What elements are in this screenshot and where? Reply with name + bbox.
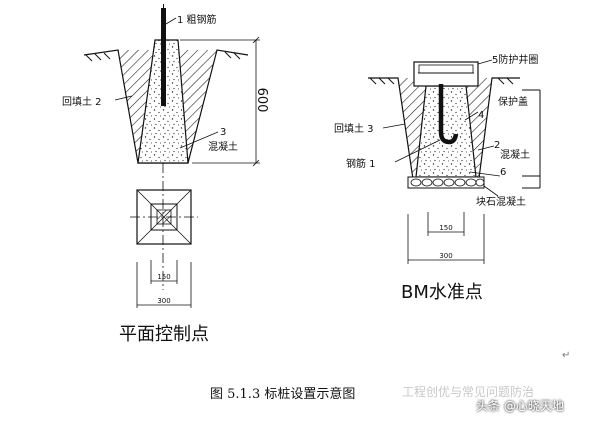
left-height-value: 600 [254,88,269,113]
left-rebar-label: 1 粗钢筋 [177,13,217,26]
right-dim-outer: 300 [439,252,452,260]
right-num4-label: 4 [478,110,484,121]
left-plan-view [130,189,198,245]
right-hook-rebar [438,84,459,145]
right-dimensions [407,212,485,264]
right-well-ring [413,61,479,87]
left-dim-inner: 150 [157,273,170,281]
left-backfill-label: 回填土 2 [62,95,102,108]
left-concrete-label: 混凝土 [208,140,238,153]
right-num6-label: 6 [500,167,506,178]
left-ground-ticks [85,51,241,62]
left-plan-dimensions [136,260,192,308]
left-dim-outer: 300 [157,297,170,305]
right-rebar-label: 钢筋 1 [346,157,376,170]
right-concrete-label: 混凝土 [500,148,530,161]
figure-caption: 图 5.1.3 标桩设置示意图 [210,387,356,402]
right-figure-title: BM水准点 [401,282,483,303]
left-figure-title: 平面控制点 [119,324,209,345]
left-rebar [161,8,166,106]
left-concrete-num: 3 [220,127,226,138]
right-ground-ticks [369,77,514,85]
right-protect-label: 保护盖 [498,95,528,108]
watermark-text: 工程创优与常见问题防治 [402,385,535,399]
left-height-dimension [180,36,260,167]
watermark-author: 头条 @心晓天地 [476,399,564,413]
right-backfill-label: 回填土 3 [334,122,374,135]
right-num2-label: 2 [494,140,500,151]
right-dim-inner: 150 [439,224,452,232]
left-pile-section: 1 粗钢筋 回填土 2 3 混凝土 600 [62,4,269,290]
right-rubble-base [407,176,485,189]
right-cover-label: 5防护井圈 [492,53,538,66]
right-rubble-label: 块石混凝土 [476,195,526,208]
right-pile-section: 5防护井圈 保护盖 回填土 3 4 2 混凝土 钢筋 1 6 块石混凝土 [334,53,541,208]
paragraph-mark: ↵ [562,350,571,361]
